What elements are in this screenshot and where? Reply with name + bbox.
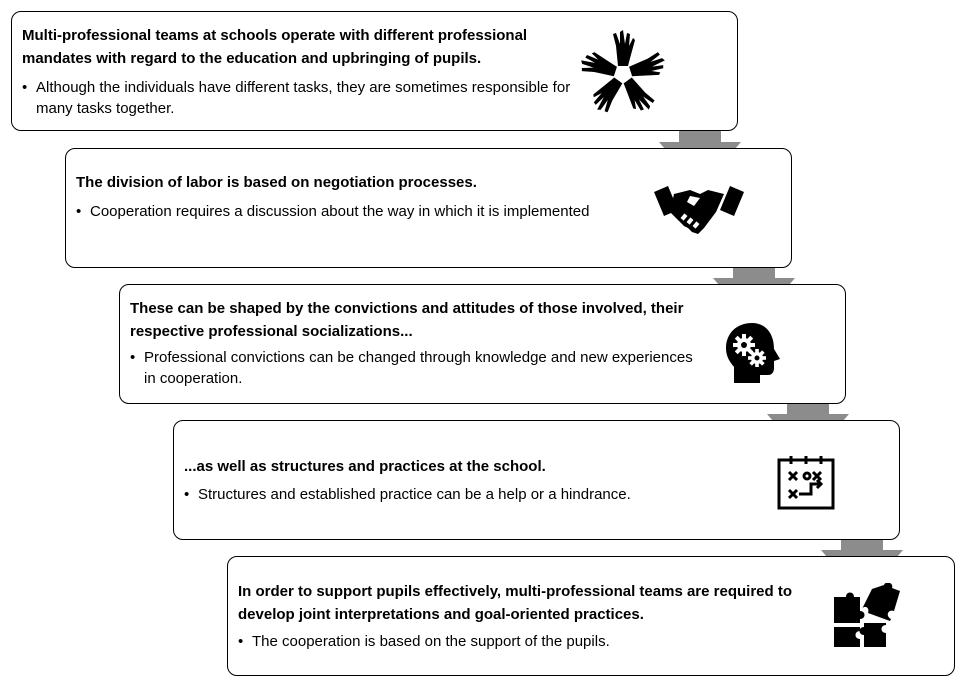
step-box-5: In order to support pupils effectively, … (227, 556, 955, 676)
strategy-board-icon (777, 456, 835, 510)
step-heading-5: In order to support pupils effectively, … (238, 583, 792, 623)
step-bullet-1: Although the individuals have different … (22, 77, 576, 119)
step-box-3: These can be shaped by the convictions a… (119, 284, 846, 404)
puzzle-icon (834, 583, 900, 647)
step-heading-1: Multi-professional teams at schools oper… (22, 27, 528, 67)
step-box-1: Multi-professional teams at schools oper… (11, 11, 738, 131)
head-gears-icon (726, 323, 780, 383)
hands-circle-icon (581, 30, 665, 113)
step-bullet-3: Professional convictions can be changed … (130, 347, 704, 389)
handshake-icon (654, 186, 744, 234)
step-box-2: The division of labor is based on negoti… (65, 148, 792, 268)
step-heading-3: These can be shaped by the convictions a… (130, 300, 684, 340)
step-heading-4: ...as well as structures and practices a… (184, 458, 546, 475)
step-bullet-4: Structures and established practice can … (184, 484, 758, 505)
step-bullet-5: The cooperation is based on the support … (238, 631, 812, 652)
step-bullet-2: Cooperation requires a discussion about … (76, 201, 630, 222)
step-heading-2: The division of labor is based on negoti… (76, 174, 477, 191)
